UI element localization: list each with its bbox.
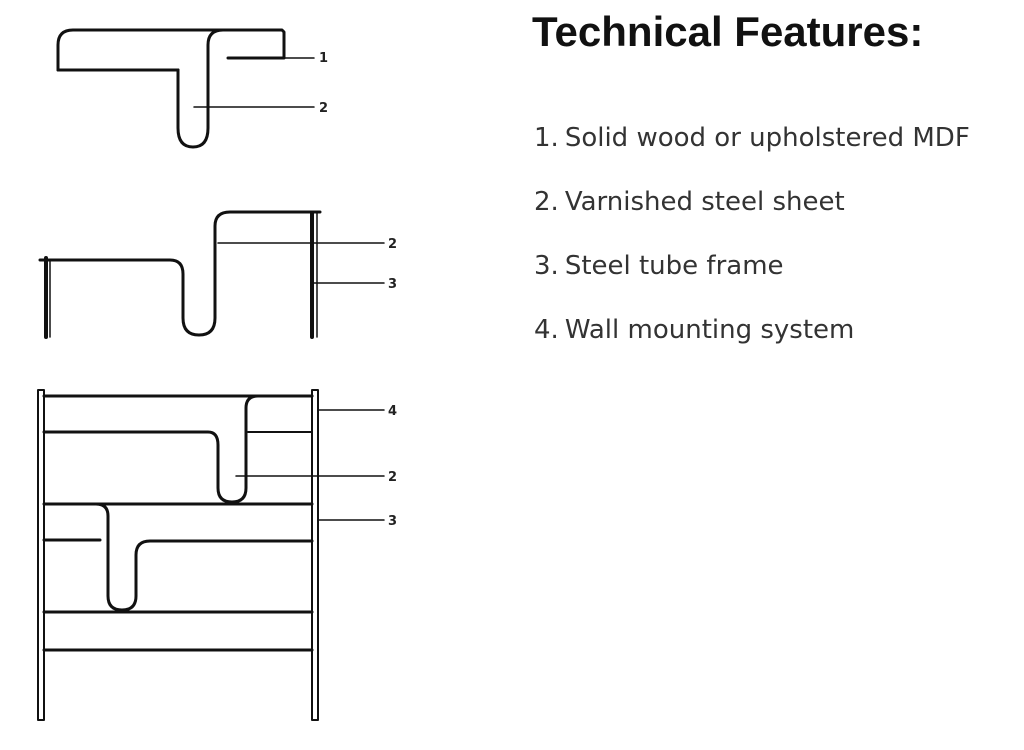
drawings-svg: 1 2 2 3 4 (37, 28, 397, 721)
feature-number: 2. (534, 187, 559, 217)
front-view-right-post (311, 389, 319, 721)
feature-list: 1.Solid wood or upholstered MDF 2.Varnis… (534, 106, 970, 362)
callout-label-side-3: 3 (388, 277, 397, 292)
feature-item: 3.Steel tube frame (534, 234, 970, 298)
front-view-drawing: 4 2 3 (37, 389, 397, 721)
page-title: Technical Features: (532, 8, 924, 55)
feature-text: Varnished steel sheet (564, 187, 845, 217)
feature-text: Wall mounting system (564, 315, 855, 345)
side-view-drawing: 2 3 (38, 210, 397, 339)
callout-label-2: 2 (319, 101, 328, 116)
feature-item: 4.Wall mounting system (534, 298, 970, 362)
feature-text: Solid wood or upholstered MDF (564, 123, 970, 153)
feature-item: 2.Varnished steel sheet (534, 170, 970, 234)
feature-number: 3. (534, 251, 559, 281)
front-view-lower-sheet (42, 502, 314, 612)
side-view-steel-sheet (38, 210, 322, 337)
callout-label-1: 1 (319, 51, 328, 66)
callout-label-front-4: 4 (388, 404, 397, 419)
top-view-drawing: 1 2 (56, 28, 328, 149)
callout-label-side-2: 2 (388, 237, 397, 252)
top-view-shelf-outline (56, 28, 286, 72)
feature-text: Steel tube frame (564, 251, 784, 281)
feature-number: 1. (534, 123, 559, 153)
front-view-upper-sheet (42, 394, 314, 504)
feature-number: 4. (534, 315, 559, 345)
feature-item: 1.Solid wood or upholstered MDF (534, 106, 970, 170)
callout-label-front-3: 3 (388, 514, 397, 529)
callout-label-front-2: 2 (388, 470, 397, 485)
front-view-left-post (37, 389, 45, 721)
top-view-steel-sheet (176, 28, 225, 149)
technical-drawings: 1 2 2 3 4 (0, 0, 430, 750)
